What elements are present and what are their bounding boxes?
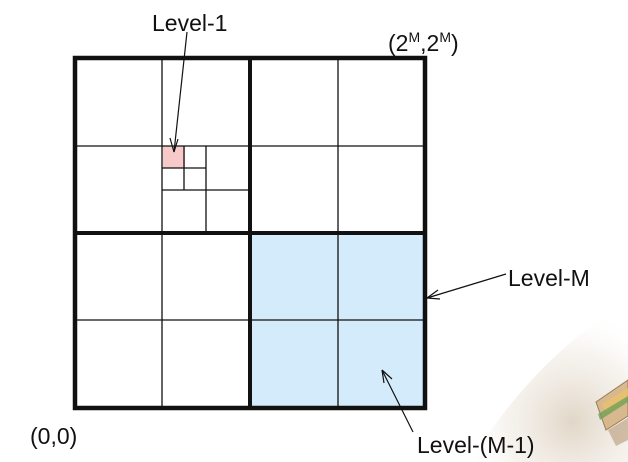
- top-right-corner-label: (2M,2M): [388, 30, 459, 57]
- corner-open: (2: [388, 30, 409, 56]
- level-m-minus-1-pointer-arrow: [381, 369, 414, 433]
- level-1-label: Level-1: [152, 10, 228, 36]
- level-3-grid-lines: [162, 146, 250, 233]
- level-4-grid-lines: [162, 146, 206, 190]
- corner-separator: ,2: [420, 30, 440, 56]
- corner-exponent-1: M: [408, 29, 421, 45]
- level-1-division-lines: [75, 58, 425, 408]
- outer-boundary: [72, 55, 428, 411]
- level-m-label: Level-M: [508, 265, 590, 291]
- corner-close: ): [450, 30, 459, 56]
- level-m-minus-1-label: Level-(M-1): [417, 432, 535, 458]
- decorative-photo-fragment: [470, 300, 628, 462]
- level-1-cell: [163, 146, 185, 168]
- corner-exponent-2: M: [439, 29, 451, 45]
- origin-label: (0,0): [30, 423, 78, 449]
- level-m-pointer-arrow: [426, 273, 507, 300]
- level-1-pointer-arrow: [169, 31, 188, 153]
